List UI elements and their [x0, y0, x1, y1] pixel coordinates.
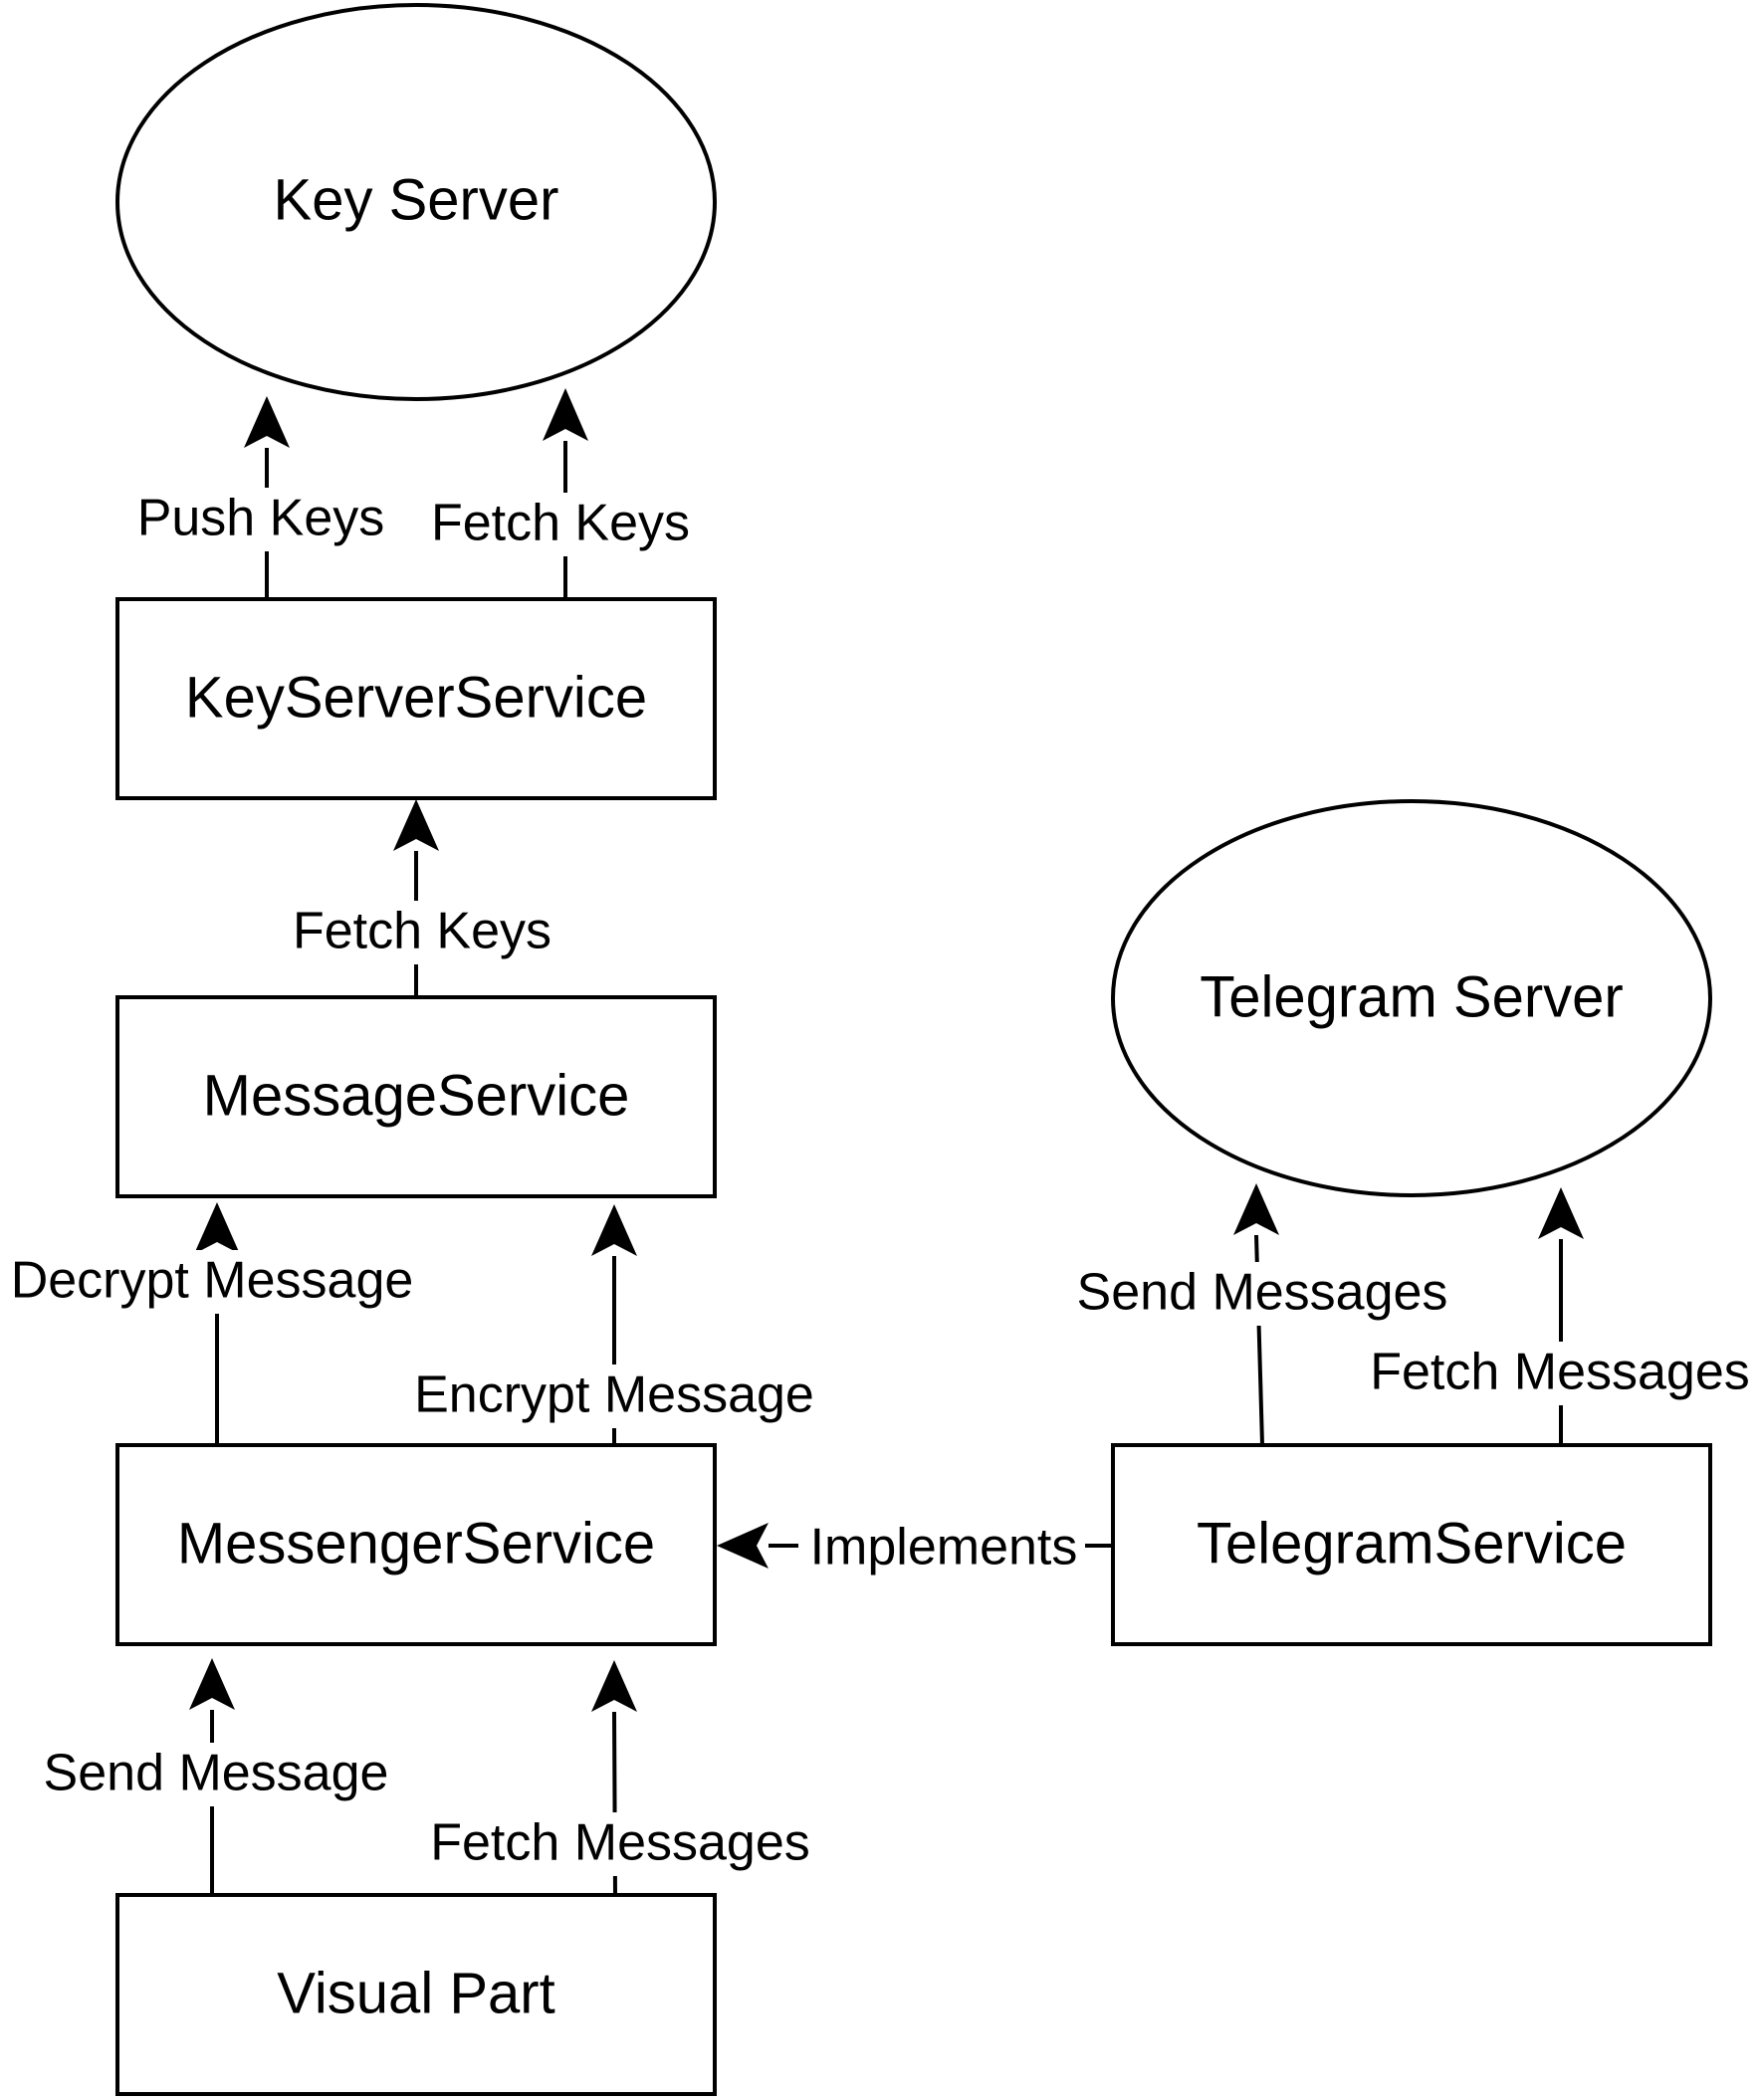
- svg-text:Push Keys: Push Keys: [137, 490, 385, 547]
- svg-text:Send Messages: Send Messages: [1077, 1264, 1448, 1322]
- svg-text:Send Message: Send Message: [44, 1745, 389, 1802]
- svg-text:Fetch Keys: Fetch Keys: [293, 903, 551, 960]
- edge-label-send-messages: Send Messages: [1063, 1262, 1463, 1326]
- svg-text:Decrypt Message: Decrypt Message: [11, 1252, 414, 1310]
- node-messenger-service: MessengerService: [115, 1443, 717, 1646]
- edge-decrypt-message: [194, 1202, 240, 1445]
- node-message-service: MessageService: [115, 995, 717, 1198]
- svg-text:Fetch Messages: Fetch Messages: [430, 1814, 810, 1872]
- node-telegram-server: Telegram Server: [1111, 799, 1712, 1197]
- edge-label-decrypt-message: Decrypt Message: [0, 1250, 428, 1314]
- edge-label-encrypt-message: Encrypt Message: [401, 1365, 827, 1428]
- node-telegram-service-label: TelegramService: [1197, 1511, 1627, 1575]
- svg-text:Fetch Keys: Fetch Keys: [431, 495, 690, 552]
- edge-label-fetch-messages-right: Fetch Messages: [1358, 1342, 1762, 1405]
- svg-text:Fetch Messages: Fetch Messages: [1370, 1344, 1750, 1401]
- edge-label-fetch-keys-upper: Fetch Keys: [420, 493, 701, 556]
- svg-text:Implements: Implements: [810, 1519, 1078, 1576]
- node-key-server-label: Key Server: [274, 167, 559, 232]
- node-key-server-service-label: KeyServerService: [185, 665, 647, 730]
- svg-text:Encrypt Message: Encrypt Message: [414, 1366, 814, 1424]
- node-visual-part-label: Visual Part: [277, 1961, 554, 2025]
- edge-fetch-messages-right: [1538, 1187, 1584, 1445]
- node-key-server: Key Server: [115, 3, 717, 401]
- edge-label-implements: Implements: [798, 1517, 1085, 1580]
- edge-label-fetch-messages-left: Fetch Messages: [416, 1812, 824, 1876]
- node-telegram-server-label: Telegram Server: [1200, 964, 1623, 1029]
- node-messenger-service-label: MessengerService: [177, 1511, 655, 1575]
- node-visual-part: Visual Part: [115, 1893, 717, 2096]
- edge-fetch-keys-lower: [393, 799, 439, 997]
- node-telegram-service: TelegramService: [1111, 1443, 1712, 1646]
- node-message-service-label: MessageService: [203, 1063, 630, 1128]
- edge-label-send-message: Send Message: [30, 1743, 402, 1806]
- edge-label-push-keys: Push Keys: [127, 488, 394, 551]
- node-key-server-service: KeyServerService: [115, 597, 717, 800]
- edge-label-fetch-keys-lower: Fetch Keys: [282, 901, 562, 964]
